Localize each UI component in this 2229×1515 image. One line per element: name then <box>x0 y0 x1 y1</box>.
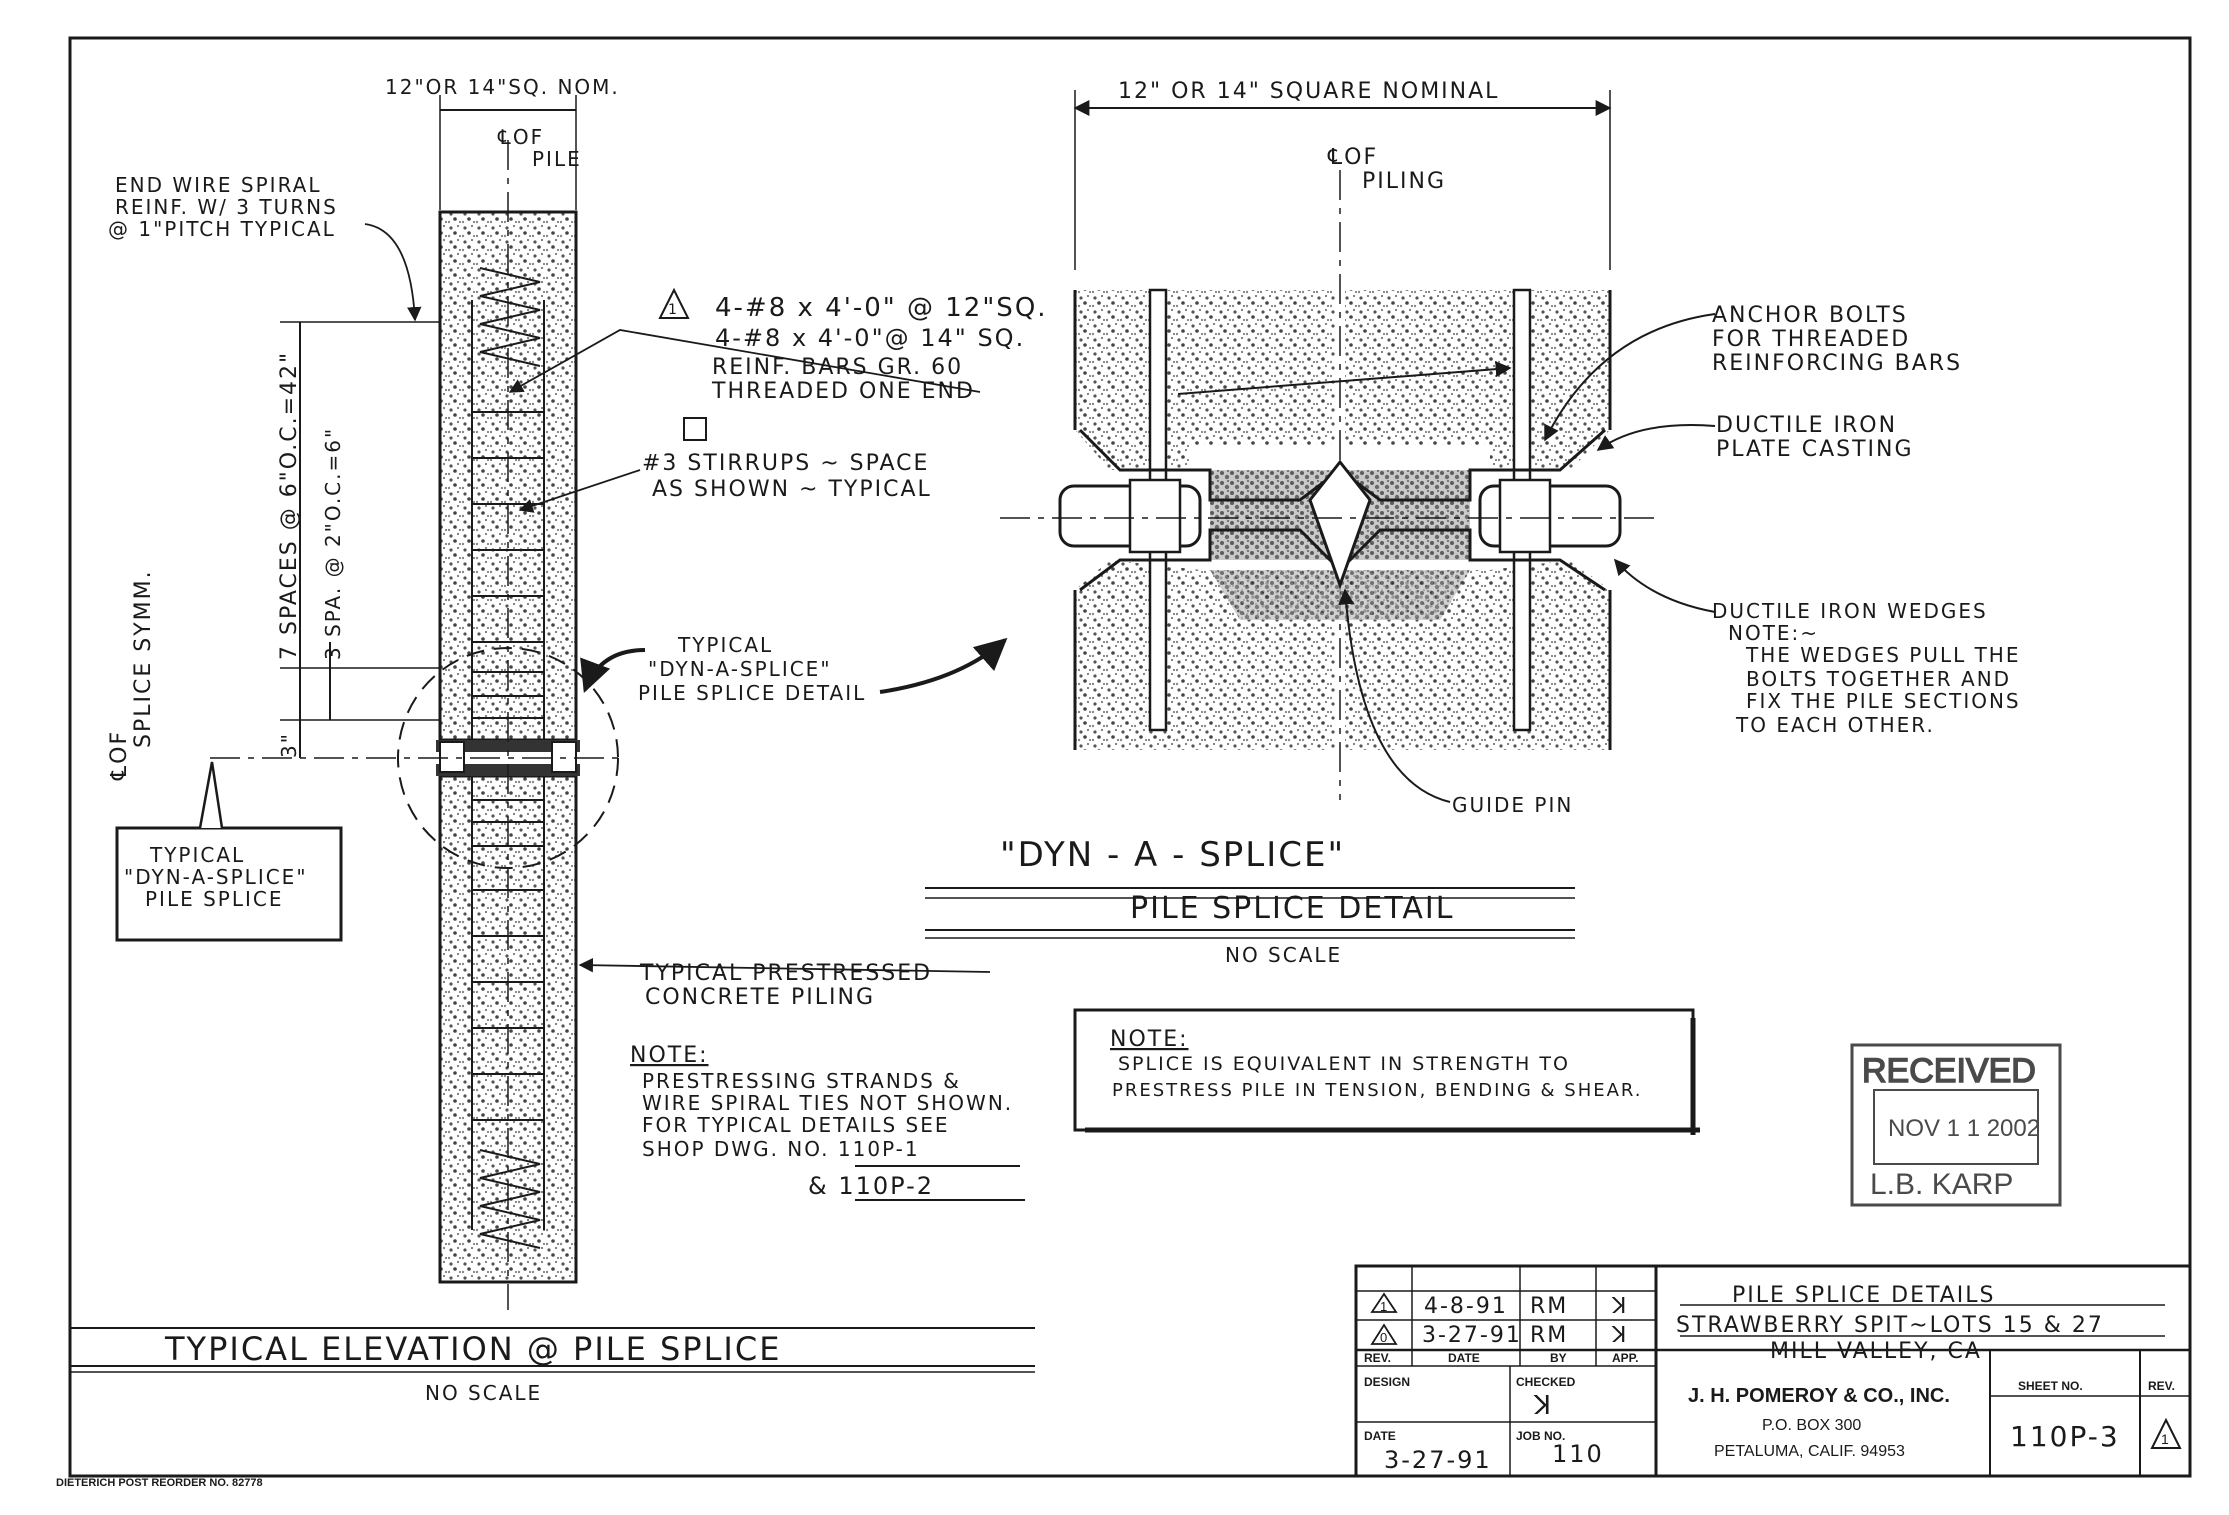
address-1: P.O. BOX 300 <box>1762 1417 1861 1434</box>
stamp-date: NOV 1 1 2002 <box>1888 1115 2040 1142</box>
project-line-3: MILL VALLEY, CA <box>1770 1339 1982 1364</box>
footer-reorder: DIETERICH POST REORDER NO. 82778 <box>56 1477 263 1489</box>
stamp-received: RECEIVED <box>1862 1052 2036 1090</box>
end-spiral-3: @ 1"PITCH TYPICAL <box>108 217 336 241</box>
hdr-date: DATE <box>1448 1351 1480 1365</box>
prestressed-1: TYPICAL PRESTRESSED <box>639 961 932 986</box>
checked-label: CHECKED <box>1516 1375 1576 1389</box>
wedges-4: BOLTS TOGETHER AND <box>1746 667 2011 691</box>
rev-label: REV. <box>2148 1379 2175 1393</box>
anchor-bolts-1: ANCHOR BOLTS <box>1712 303 1908 328</box>
reinf-bars-4: THREADED ONE END <box>711 379 975 404</box>
reinf-bars-3: REINF. BARS GR. 60 <box>712 355 963 380</box>
elev-scale: NO SCALE <box>425 1381 542 1405</box>
elev-cl-pile-1: ℄OF <box>497 125 544 149</box>
project-line-2: STRAWBERRY SPIT~LOTS 15 & 27 <box>1676 1313 2104 1338</box>
job-label: JOB NO. <box>1516 1429 1565 1443</box>
hdr-by: BY <box>1550 1351 1567 1365</box>
checked-initials: ꓘ <box>1533 1391 1553 1421</box>
rev-1-app: ꓘ <box>1611 1294 1628 1319</box>
elev-width-dim: 12"OR 14"SQ. NOM. <box>385 75 620 99</box>
wedges-5: FIX THE PILE SECTIONS <box>1746 689 2021 713</box>
rev-2-by: RM <box>1530 1323 1568 1348</box>
dim-3in: 3" <box>277 732 301 758</box>
wedges-6: TO EACH OTHER. <box>1735 713 1935 737</box>
elev-note-5: & 110P-2 <box>808 1172 934 1200</box>
splice-note-title: NOTE: <box>1110 1027 1189 1052</box>
design-label: DESIGN <box>1364 1375 1410 1389</box>
rev-2-date: 3-27-91 <box>1422 1323 1522 1348</box>
elev-note-3: FOR TYPICAL DETAILS SEE <box>642 1113 949 1137</box>
splice-note-1: SPLICE IS EQUIVALENT IN STRENGTH TO <box>1118 1053 1570 1075</box>
elev-note-2: WIRE SPIRAL TIES NOT SHOWN. <box>642 1091 1013 1115</box>
pile-elevation: 1 <box>70 95 1035 1373</box>
elev-cl-pile-2: PILE <box>532 147 582 171</box>
splice-note-2: PRESTRESS PILE IN TENSION, BENDING & SHE… <box>1112 1080 1643 1101</box>
elev-note-title: NOTE: <box>630 1043 709 1068</box>
end-spiral-2: REINF. W/ 3 TURNS <box>115 195 338 219</box>
box-label-3: PILE SPLICE <box>145 887 284 911</box>
splice-symm-1: ℄OF <box>107 730 132 781</box>
typical-dyn-1: TYPICAL <box>677 633 773 657</box>
svg-text:1: 1 <box>668 302 679 318</box>
prestressed-2: CONCRETE PILING <box>645 985 875 1010</box>
splice-symm-2: SPLICE SYMM. <box>131 569 156 748</box>
splice-box <box>115 826 343 942</box>
title-block <box>1354 1264 2192 1478</box>
stirrups-2: AS SHOWN ~ TYPICAL <box>652 477 932 502</box>
sheet-value: 110P-3 <box>2010 1420 2120 1453</box>
box-label-1: TYPICAL <box>149 843 245 867</box>
sheet-border <box>68 36 2192 1478</box>
typical-dyn-2: "DYN-A-SPLICE" <box>648 657 832 681</box>
elev-note-1: PRESTRESSING STRANDS & <box>642 1069 961 1093</box>
box-label-2: "DYN-A-SPLICE" <box>124 865 308 889</box>
rev-1-date: 4-8-91 <box>1424 1294 1508 1319</box>
plate-casting-1: DUCTILE IRON <box>1716 413 1897 438</box>
detail-cl-2: PILING <box>1362 169 1446 194</box>
hdr-rev: REV. <box>1364 1351 1391 1365</box>
typical-dyn-3: PILE SPLICE DETAIL <box>638 681 866 705</box>
address-2: PETALUMA, CALIF. 94953 <box>1714 1443 1905 1460</box>
guide-pin: GUIDE PIN <box>1452 793 1573 817</box>
sheet-label: SHEET NO. <box>2018 1379 2083 1393</box>
splice-note-box <box>1073 1008 1695 1132</box>
date-label: DATE <box>1364 1429 1396 1443</box>
plate-casting-2: PLATE CASTING <box>1716 437 1914 462</box>
wedges-1: DUCTILE IRON WEDGES <box>1712 599 1988 623</box>
rev-1-by: RM <box>1530 1294 1568 1319</box>
hdr-app: APP. <box>1612 1351 1638 1365</box>
detail-width-dim: 12" OR 14" SQUARE NOMINAL <box>1118 79 1499 104</box>
detail-title: "DYN - A - SPLICE" <box>1000 835 1345 875</box>
dim-7spaces: 7 SPACES @ 6"O.C.=42" <box>277 351 302 660</box>
detail-cl-1: ℄OF <box>1327 145 1378 170</box>
rev-2-app: ꓘ <box>1611 1323 1628 1348</box>
detail-scale: NO SCALE <box>1225 943 1342 967</box>
project-line-1: PILE SPLICE DETAILS <box>1732 1283 1995 1308</box>
splice-detail <box>925 90 1716 1135</box>
company-name: J. H. POMEROY & CO., INC. <box>1688 1385 1950 1407</box>
job-value: 110 <box>1552 1440 1604 1468</box>
stamp-name: L.B. KARP <box>1870 1168 2013 1201</box>
wedges-2: NOTE:~ <box>1728 621 1819 645</box>
anchor-bolts-2: FOR THREADED <box>1712 327 1910 352</box>
anchor-bolts-3: REINFORCING BARS <box>1712 351 1962 376</box>
received-stamp <box>1850 1043 2062 1207</box>
wedges-3: THE WEDGES PULL THE <box>1745 643 2020 667</box>
detail-subtitle: PILE SPLICE DETAIL <box>1130 891 1454 926</box>
end-spiral-1: END WIRE SPIRAL <box>115 173 321 197</box>
stirrups-1: #3 STIRRUPS ~ SPACE <box>642 451 929 476</box>
elev-note-4: SHOP DWG. NO. 110P-1 <box>642 1137 920 1161</box>
rev-2-num: 0 <box>1380 1330 1387 1345</box>
elev-title: TYPICAL ELEVATION @ PILE SPLICE <box>164 1330 781 1368</box>
reinf-bars-2: 4-#8 x 4'-0"@ 14" SQ. <box>715 324 1025 352</box>
reinf-bars-1: 4-#8 x 4'-0" @ 12"SQ. <box>715 293 1048 323</box>
date-value: 3-27-91 <box>1384 1446 1492 1474</box>
dim-3spa: 3 SPA. @ 2"O.C.=6" <box>321 427 345 660</box>
rev-value: 1 <box>2161 1431 2169 1447</box>
rev-1-num: 1 <box>1380 1299 1387 1314</box>
